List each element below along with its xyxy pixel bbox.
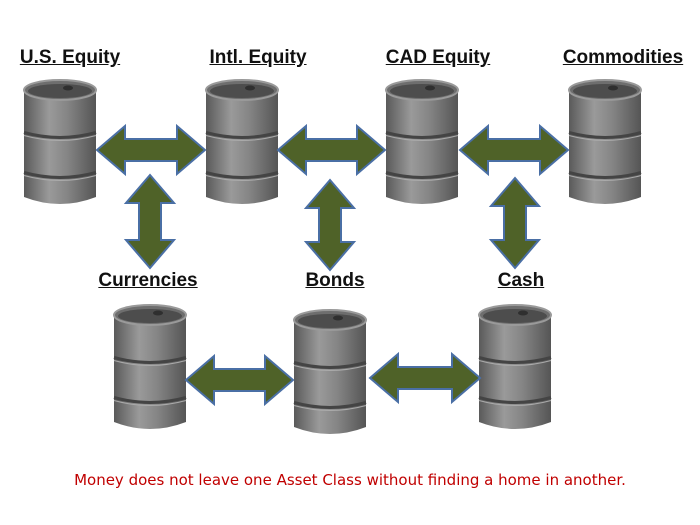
arrow-us-intl — [95, 123, 207, 177]
label-us-equity: U.S. Equity — [19, 47, 121, 68]
arrow-intl-cad — [276, 123, 387, 177]
label-commodities: Commodities — [562, 47, 684, 68]
arrow-currencies-bonds — [184, 353, 295, 407]
label-intl-equity: Intl. Equity — [209, 47, 307, 68]
label-currencies: Currencies — [98, 270, 198, 291]
barrel-us-equity — [23, 79, 97, 204]
label-bonds: Bonds — [305, 270, 365, 291]
barrel-currencies — [113, 304, 187, 429]
arrow-cad-commodities — [458, 123, 570, 177]
caption: Money does not leave one Asset Class wit… — [74, 471, 626, 489]
arrow-intl-bonds — [303, 178, 357, 272]
barrel-cad-equity — [385, 79, 459, 204]
arrow-cad-cash — [488, 176, 542, 270]
label-cash: Cash — [497, 270, 545, 291]
barrel-commodities — [568, 79, 642, 204]
label-cad-equity: CAD Equity — [385, 47, 491, 68]
barrel-intl-equity — [205, 79, 279, 204]
barrel-bonds — [293, 309, 367, 434]
arrow-bonds-cash — [368, 351, 482, 405]
barrel-cash — [478, 304, 552, 429]
arrow-us-currencies — [123, 173, 177, 270]
